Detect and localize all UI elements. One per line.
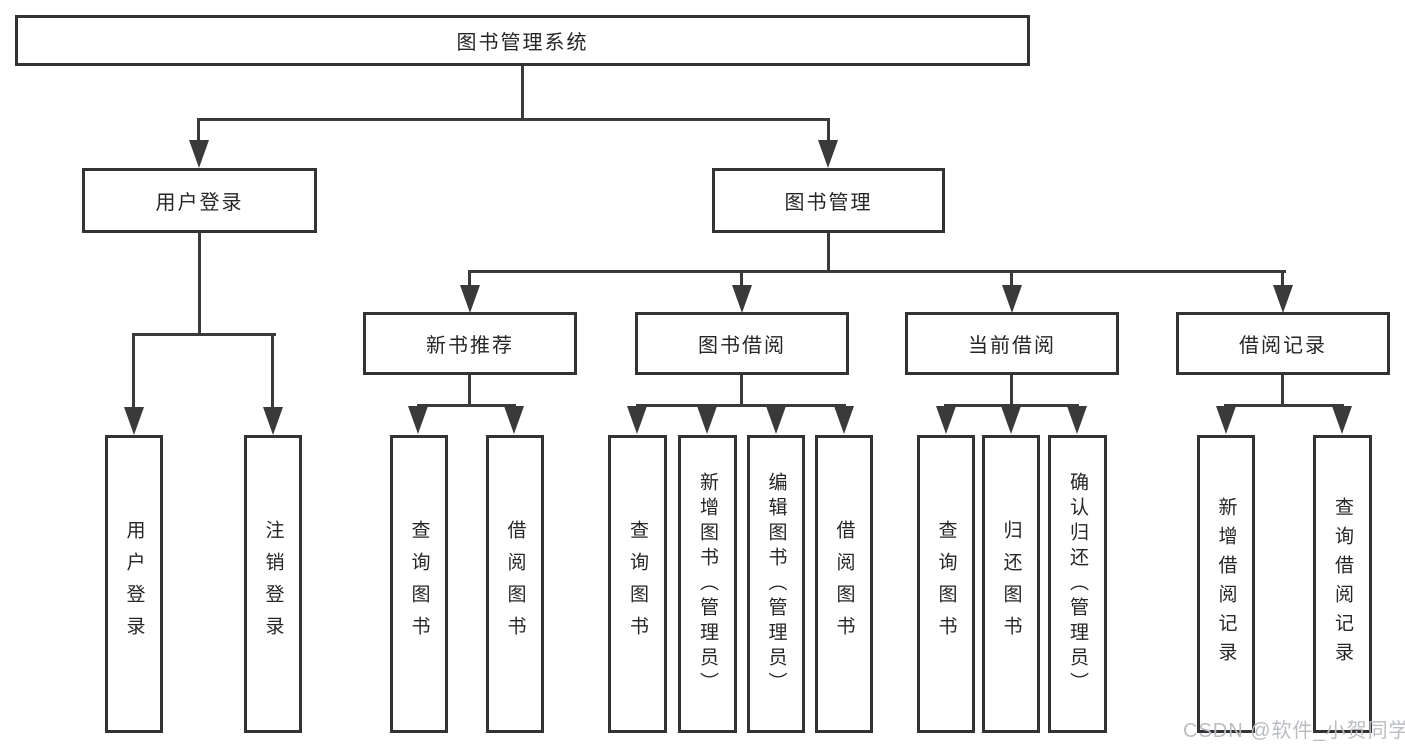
connector-line: [197, 118, 830, 121]
connector-line: [1010, 375, 1013, 406]
node-book-management: 图书管理: [712, 168, 945, 233]
node-label: 新增图书（管理员）: [697, 471, 718, 697]
arrowhead-down-icon: [460, 285, 480, 313]
connector-line: [468, 270, 471, 288]
arrowhead-down-icon: [1067, 406, 1087, 434]
node-current-borrowing: 当前借阅: [905, 312, 1119, 375]
connector-line: [1224, 404, 1344, 407]
connector-line: [271, 333, 274, 409]
leaf-confirm-return-admin: 确认归还（管理员）: [1048, 435, 1107, 733]
node-label: 图书管理: [784, 192, 873, 214]
node-label: 编辑图书（管理员）: [765, 471, 787, 697]
connector-line: [636, 404, 846, 407]
arrowhead-down-icon: [936, 406, 956, 434]
leaf-query-books-recommend: 查询图书: [390, 435, 448, 733]
arrowhead-down-icon: [1002, 285, 1022, 313]
node-label: 归还图书: [1000, 520, 1022, 648]
node-label: 确认归还（管理员）: [1067, 471, 1088, 697]
arrowhead-down-icon: [124, 407, 144, 435]
arrowhead-down-icon: [732, 285, 752, 313]
connector-line: [944, 404, 1079, 407]
node-label: 查询图书: [408, 520, 430, 648]
arrowhead-down-icon: [1332, 406, 1352, 434]
node-label: 用户登录: [155, 192, 244, 214]
node-user-login: 用户登录: [82, 168, 317, 233]
node-label: 查询图书: [627, 520, 648, 648]
connector-line: [827, 118, 830, 144]
connector-line: [1010, 270, 1013, 288]
arrowhead-down-icon: [1216, 406, 1236, 434]
connector-line: [740, 375, 743, 406]
arrowhead-down-icon: [408, 406, 428, 434]
leaf-borrow-books: 借阅图书: [815, 435, 873, 733]
leaf-borrow-books-recommend: 借阅图书: [486, 435, 544, 733]
connector-line: [198, 233, 201, 335]
arrowhead-down-icon: [189, 140, 209, 168]
connector-line: [740, 270, 743, 288]
arrowhead-down-icon: [818, 140, 838, 168]
leaf-query-books-current: 查询图书: [917, 435, 975, 733]
arrowhead-down-icon: [504, 406, 524, 434]
arrowhead-down-icon: [834, 406, 854, 434]
node-new-book-recommendation: 新书推荐: [363, 312, 577, 375]
arrowhead-down-icon: [263, 407, 283, 435]
leaf-query-borrow-record: 查询借阅记录: [1313, 435, 1372, 733]
connector-line: [417, 404, 516, 407]
arrowhead-down-icon: [697, 406, 717, 434]
node-label: 用户登录: [123, 520, 145, 648]
connector-line: [468, 375, 471, 406]
connector-line: [1281, 375, 1284, 406]
connector-line: [521, 66, 524, 120]
node-book-borrowing: 图书借阅: [635, 312, 849, 375]
connector-line: [197, 118, 200, 144]
node-label: 图书借阅: [698, 335, 786, 357]
leaf-return-book: 归还图书: [982, 435, 1040, 733]
node-label: 新书推荐: [426, 335, 514, 357]
connector-line: [1281, 270, 1284, 288]
node-library-management-system: 图书管理系统: [15, 15, 1030, 66]
node-label: 图书管理系统: [456, 32, 589, 54]
node-label: 借阅记录: [1239, 335, 1327, 357]
connector-line: [132, 333, 276, 336]
node-borrowing-records: 借阅记录: [1176, 312, 1390, 375]
arrowhead-down-icon: [627, 406, 647, 434]
node-label: 借阅图书: [504, 520, 526, 648]
leaf-add-book-admin: 新增图书（管理员）: [678, 435, 737, 733]
node-label: 查询借阅记录: [1332, 497, 1353, 671]
node-label: 注销登录: [262, 520, 284, 648]
watermark-text: CSDN @软件_小贺同学: [1183, 720, 1405, 742]
connector-line: [132, 333, 135, 409]
connector-line: [468, 270, 1286, 273]
leaf-logout: 注销登录: [244, 435, 302, 733]
leaf-query-books-borrow: 查询图书: [608, 435, 667, 733]
arrowhead-down-icon: [1273, 285, 1293, 313]
arrowhead-down-icon: [766, 406, 786, 434]
node-label: 新增借阅记录: [1215, 497, 1237, 671]
leaf-user-login: 用户登录: [105, 435, 163, 733]
leaf-edit-book-admin: 编辑图书（管理员）: [747, 435, 805, 733]
node-label: 借阅图书: [833, 520, 855, 648]
node-label: 查询图书: [935, 520, 957, 648]
arrowhead-down-icon: [1001, 406, 1021, 434]
node-label: 当前借阅: [968, 335, 1056, 357]
leaf-add-borrow-record: 新增借阅记录: [1197, 435, 1255, 733]
connector-line: [827, 233, 830, 272]
